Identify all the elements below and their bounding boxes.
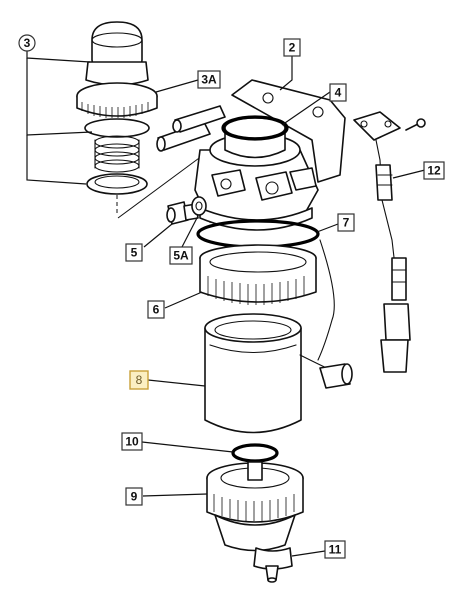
spring: [94, 135, 140, 173]
svg-text:8: 8: [136, 373, 143, 387]
part-11-drain-valve: [253, 547, 293, 583]
callout-12: 12: [423, 161, 445, 180]
callout-3a: 3A: [197, 70, 221, 89]
svg-text:6: 6: [153, 303, 160, 317]
callout-10: 10: [121, 432, 143, 451]
svg-text:9: 9: [131, 490, 138, 504]
collar-knurling: [81, 102, 149, 118]
svg-text:4: 4: [335, 86, 342, 100]
callout-11: 11: [324, 540, 346, 559]
part-3-primer-assembly: [76, 21, 211, 219]
svg-text:12: 12: [427, 164, 441, 178]
leader-lines: [26, 46, 426, 557]
part-8-filter-cartridge: [204, 313, 353, 434]
svg-text:3: 3: [24, 36, 31, 50]
svg-text:2: 2: [289, 41, 296, 55]
svg-text:5A: 5A: [173, 249, 189, 263]
svg-text:7: 7: [343, 216, 350, 230]
part-9-water-bowl: [206, 461, 304, 552]
callout-2: 2: [283, 38, 301, 57]
callout-3: 3: [18, 34, 36, 52]
svg-text:5: 5: [131, 246, 138, 260]
part-12-sensor-harness: [317, 111, 426, 373]
callout-5a: 5A: [169, 246, 193, 265]
part-6-retaining-ring: [199, 244, 317, 305]
callout-5: 5: [125, 243, 143, 262]
callout-4: 4: [329, 83, 347, 102]
part-2-filter-head: [156, 79, 346, 231]
svg-text:3A: 3A: [201, 73, 217, 87]
callout-9: 9: [125, 487, 143, 506]
svg-text:10: 10: [125, 435, 139, 449]
callout-8: 8: [129, 370, 149, 390]
callout-6: 6: [147, 300, 165, 319]
part-10-o-ring: [231, 443, 279, 463]
callout-7: 7: [337, 213, 355, 232]
svg-text:11: 11: [329, 543, 342, 557]
part-5-bleed-screw: [166, 201, 199, 225]
part-5a-washer: [191, 196, 207, 216]
